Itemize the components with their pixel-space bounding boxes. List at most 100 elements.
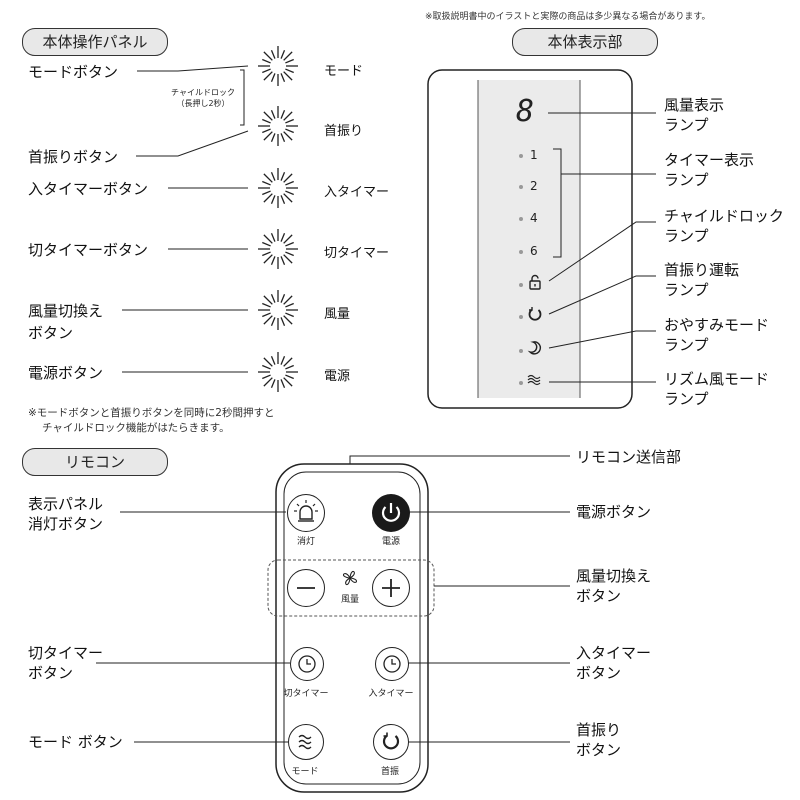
burst-ray: [263, 377, 273, 387]
mode-button-label: モードボタン: [28, 63, 119, 81]
child-lock-footnote-line1: ※モードボタンと首振りボタンを同時に2秒間押すと: [28, 407, 275, 419]
child-lock-note-line1: チャイルドロック: [171, 88, 235, 97]
burst-ray: [262, 118, 271, 124]
timer-value-4: 4: [530, 211, 538, 225]
wave-icon: [298, 734, 312, 750]
timer-value-2: 2: [530, 179, 538, 193]
fan-speed-up-button[interactable]: [372, 569, 410, 607]
burst-ray: [280, 356, 286, 365]
plus-icon: [382, 579, 400, 597]
remote-power-button-label: 電源ボタン: [576, 503, 652, 521]
mode-touch-button[interactable]: [256, 44, 300, 88]
on-timer-button-label: 入タイマーボタン: [28, 180, 149, 198]
off-timer-button[interactable]: [290, 647, 324, 681]
burst-ray: [270, 294, 276, 303]
clock-icon: [383, 655, 401, 673]
burst-ray: [262, 68, 271, 74]
lamp-dot: [519, 315, 523, 319]
remote-mode-button-label: モード ボタン: [28, 733, 123, 751]
remote-oscillation-button[interactable]: [373, 724, 409, 760]
burst-ray: [263, 254, 273, 264]
burst-ray: [262, 374, 271, 380]
lamp-dot: [519, 381, 523, 385]
timer-value-1: 1: [530, 148, 538, 162]
burst-ray: [285, 251, 294, 257]
burst-ray: [285, 374, 294, 380]
power-icon: [381, 503, 401, 522]
minus-icon: [297, 587, 315, 589]
burst-ray: [285, 68, 294, 74]
burst-ray: [283, 131, 293, 141]
mode-caption: モード: [291, 767, 319, 777]
burst-ray: [262, 190, 271, 196]
oscillation-touch-button[interactable]: [256, 104, 300, 148]
on-timer-touch-button[interactable]: [256, 166, 300, 210]
burst-ray: [263, 173, 273, 183]
fan-speed-button-label-line1: 風量切換え: [28, 302, 104, 320]
remote-transmitter-label: リモコン送信部: [576, 448, 682, 466]
timer-dot: [519, 217, 523, 221]
child-lock-note-line2: （長押し2秒）: [176, 99, 230, 108]
oscillation-touch-label: 首振り: [324, 124, 364, 139]
burst-ray: [270, 172, 276, 181]
off-timer-touch-button[interactable]: [256, 227, 300, 271]
display-off-button-label: 表示パネル消灯ボタン: [28, 495, 104, 533]
oscillation-button-label: 首振りボタン: [28, 148, 119, 166]
lamp-dot: [519, 349, 523, 353]
off-timer-button-label: 切タイマーボタン: [28, 241, 149, 259]
burst-ray: [280, 73, 286, 82]
fan-speed-caption: 風量: [340, 595, 359, 605]
burst-ray: [280, 317, 286, 326]
timer-lamp-label: タイマー表示ランプ: [664, 151, 755, 189]
timer-dot: [519, 154, 523, 158]
burst-ray: [283, 111, 293, 121]
burst-ray: [285, 180, 294, 186]
burst-ray: [283, 315, 293, 325]
burst-ray: [263, 51, 273, 61]
burst-ray: [270, 50, 276, 59]
remote-mode-button[interactable]: [288, 724, 324, 760]
timer-dot: [519, 250, 523, 254]
mode-touch-label: モード: [324, 64, 364, 79]
remote-section-title: リモコン: [22, 448, 168, 476]
burst-ray: [270, 317, 276, 326]
burst-ray: [280, 256, 286, 265]
burst-ray: [263, 234, 273, 244]
on-timer-touch-label: 入タイマー: [324, 185, 390, 200]
burst-ray: [262, 128, 271, 134]
rhythm-mode-lamp-label: リズム風モードランプ: [664, 370, 770, 408]
power-button[interactable]: [372, 494, 410, 532]
on-timer-caption: 入タイマー: [368, 689, 414, 699]
burst-ray: [262, 364, 271, 370]
remote-oscillation-button-label: 首振りボタン: [576, 721, 622, 759]
burst-ray: [262, 312, 271, 318]
child-lock-footnote-line2: チャイルドロック機能がはたらきます。: [42, 422, 230, 434]
remote-on-timer-button-label: 入タイマーボタン: [576, 644, 652, 682]
off-timer-caption: 切タイマー: [283, 689, 329, 699]
burst-ray: [280, 133, 286, 142]
burst-ray: [285, 302, 294, 308]
power-touch-button[interactable]: [256, 350, 300, 394]
oscillation-icon: [382, 732, 400, 750]
burst-ray: [283, 377, 293, 387]
burst-ray: [270, 256, 276, 265]
power-touch-label: 電源: [324, 369, 351, 384]
burst-ray: [270, 73, 276, 82]
burst-ray: [283, 357, 293, 367]
timer-dot: [519, 185, 523, 189]
on-timer-button[interactable]: [375, 647, 409, 681]
off-timer-touch-label: 切タイマー: [324, 246, 390, 261]
burst-ray: [280, 50, 286, 59]
display-off-button[interactable]: [287, 494, 325, 532]
burst-ray: [263, 315, 273, 325]
burst-ray: [283, 173, 293, 183]
burst-ray: [283, 51, 293, 61]
burst-ray: [263, 71, 273, 81]
burst-ray: [283, 295, 293, 305]
fan-speed-down-button[interactable]: [287, 569, 325, 607]
fan-lamp-label: 風量表示ランプ: [664, 96, 725, 134]
fan-speed-touch-button[interactable]: [256, 288, 300, 332]
burst-ray: [262, 241, 271, 247]
fan-speed-digit: 8: [516, 94, 535, 129]
